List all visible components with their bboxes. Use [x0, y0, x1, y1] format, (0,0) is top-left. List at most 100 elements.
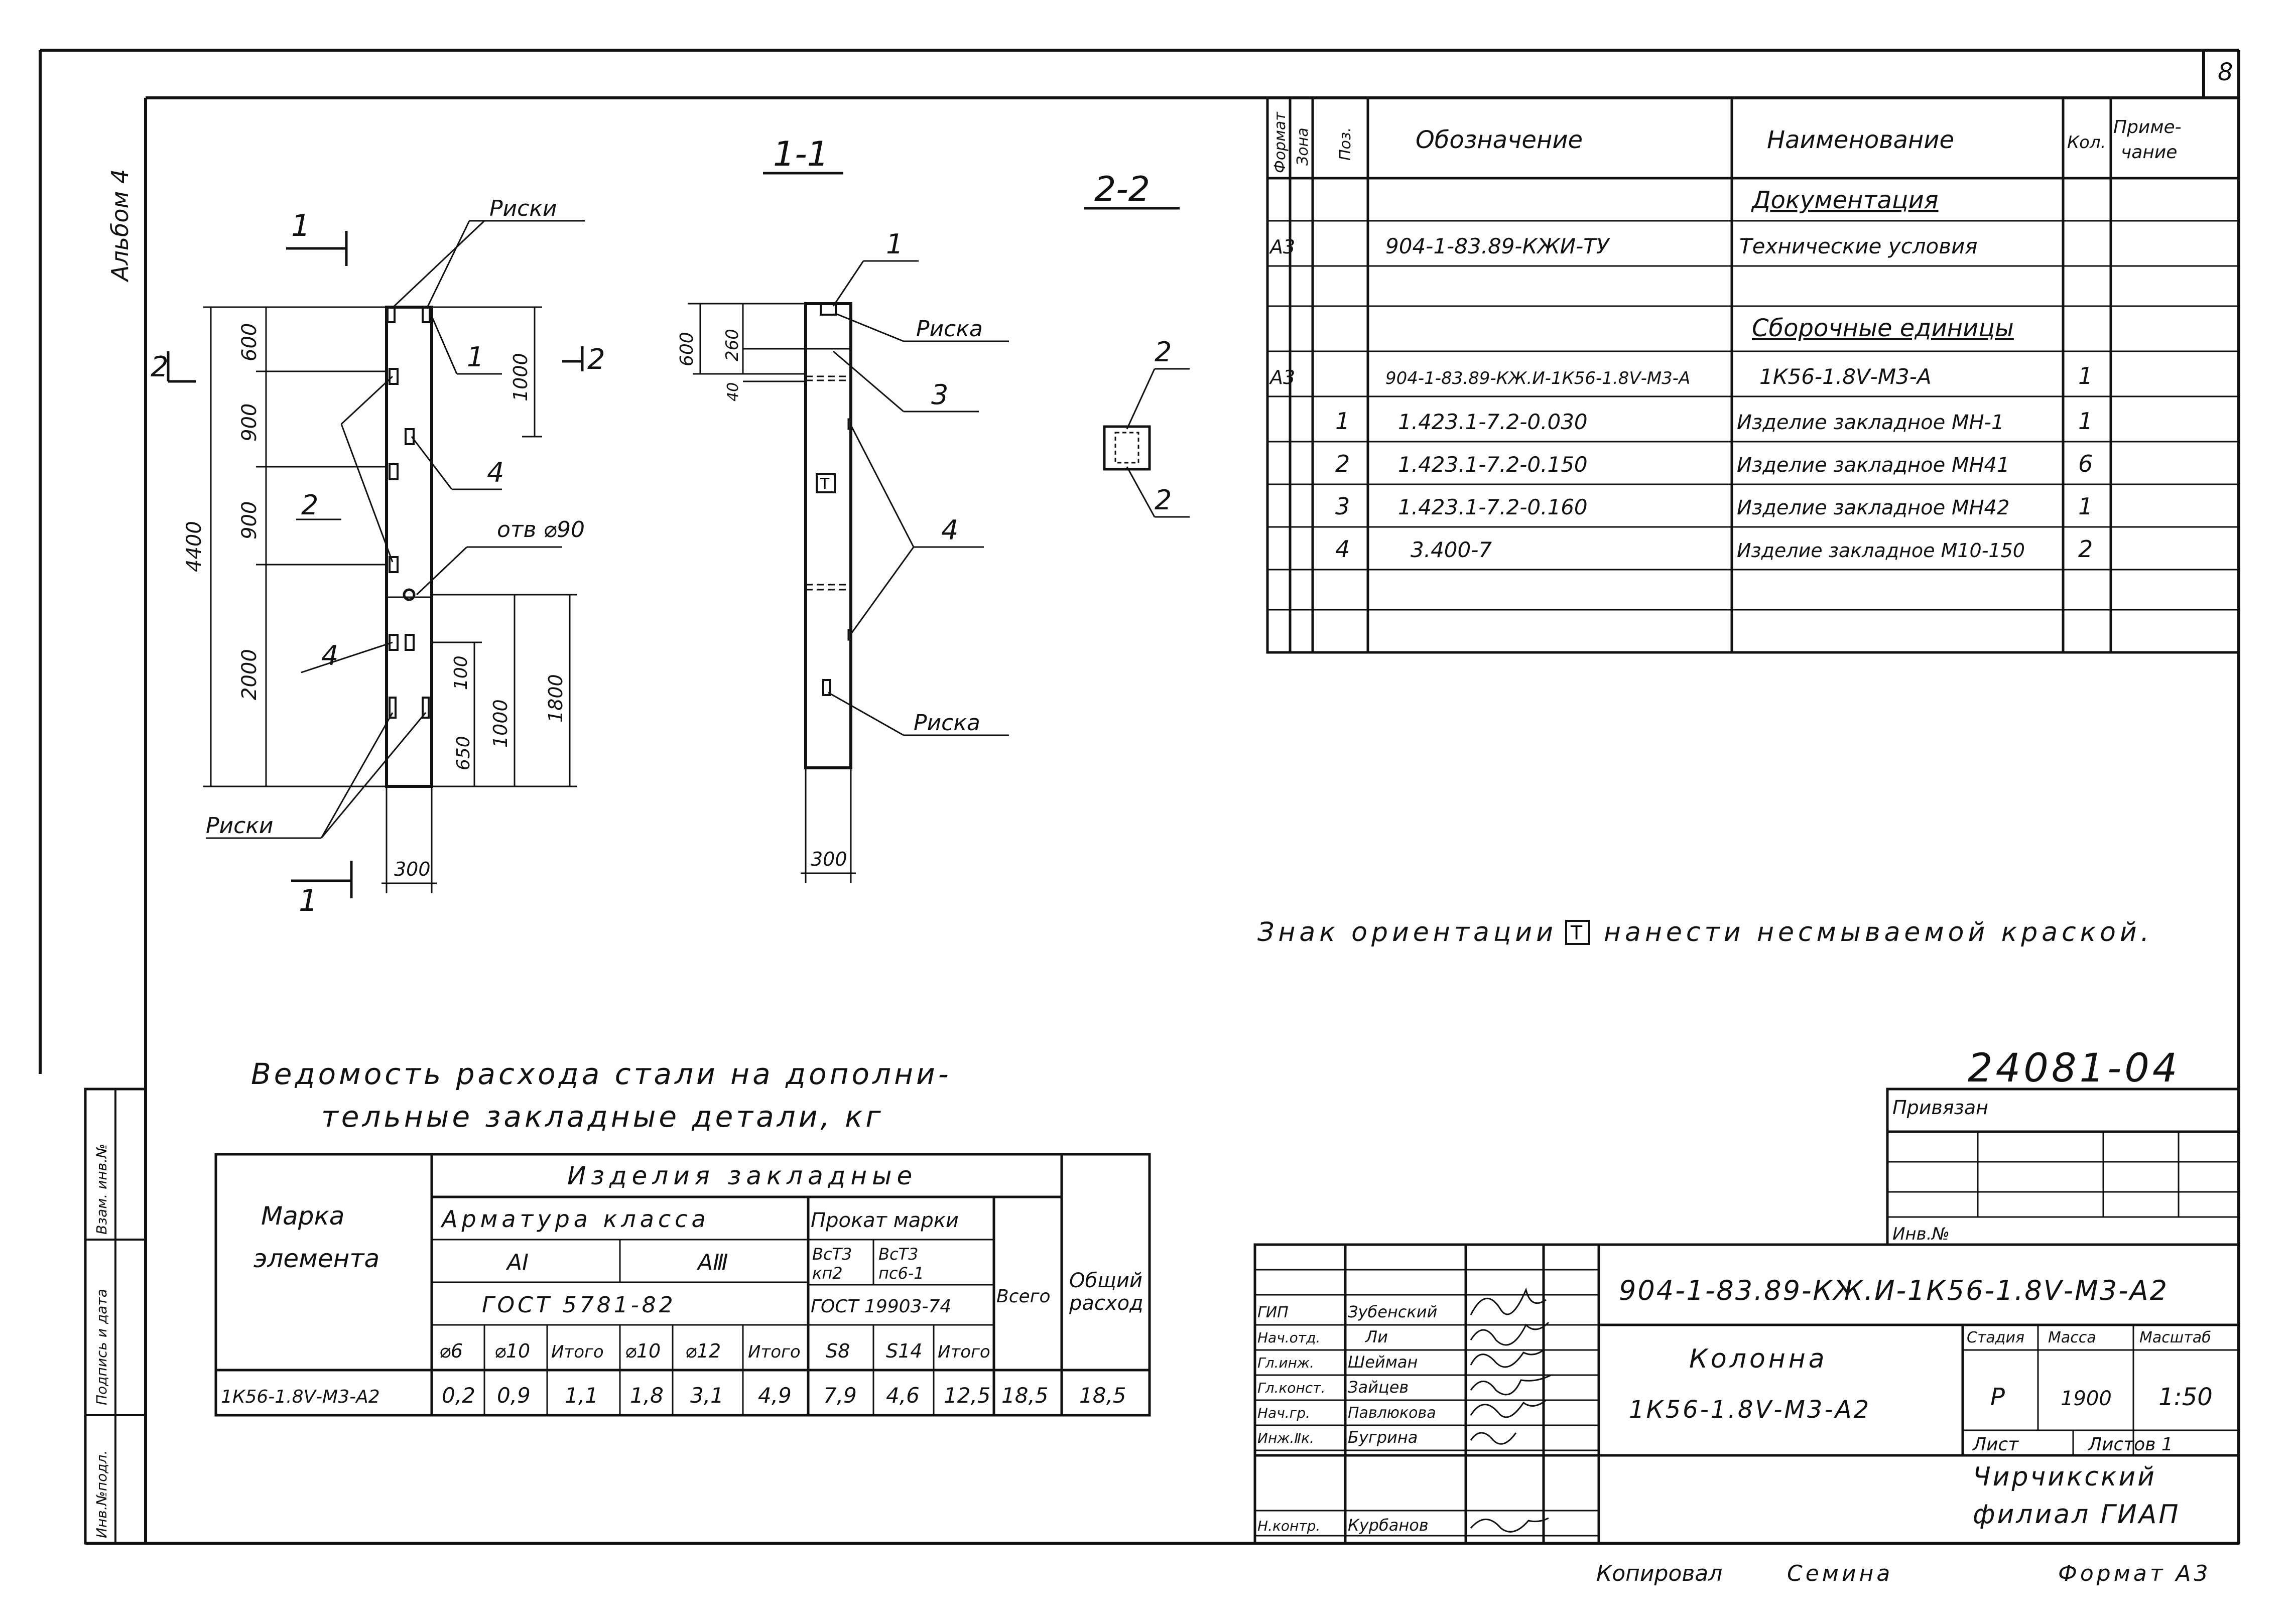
spec-r1-format: А3 [1268, 366, 1295, 388]
svg-text:T: T [1570, 922, 1583, 944]
steel-h-mark-2: элемента [253, 1244, 379, 1273]
spec-section-docs: Документация [1751, 186, 1939, 214]
tb-org-1: Чирчикский [1973, 1462, 2156, 1492]
steel-v3: 1,8 [630, 1383, 664, 1408]
steel-sub-5: Итого [748, 1342, 801, 1362]
leaders-1-1 [206, 220, 585, 839]
svg-text:2: 2 [151, 351, 169, 383]
signatures [1470, 1287, 1552, 1533]
steel-title-2: тельные закладные детали, кг [321, 1100, 884, 1134]
specification-table: Формат Зона Поз. Обозначение Наименовани… [1266, 96, 2240, 654]
steel-h-vst3ps6-2: пс6-1 [878, 1264, 924, 1283]
tb-mass: 1900 [2061, 1387, 2112, 1410]
svg-text:1: 1 [291, 208, 310, 243]
svg-text:Знак ориентации: Знак ориентации [1257, 917, 1557, 948]
spec-r3-name: Изделие закладное МН41 [1737, 454, 2009, 477]
section-mark-2-right: 2 [562, 343, 605, 376]
tb-name-3: Зайцев [1348, 1378, 1409, 1397]
spec-r5-name: Изделие закладное М10-150 [1737, 539, 2025, 562]
steel-h-rolled: Прокат марки [811, 1209, 959, 1232]
steel-h-gost5781: ГОСТ 5781-82 [482, 1292, 676, 1318]
svg-text:нанести несмываемой краской.: нанести несмываемой краской. [1604, 917, 2153, 948]
title-block: Привязан Инв.№ [1253, 1088, 2240, 1545]
tb-role-0: ГИП [1257, 1304, 1289, 1321]
spec-r5-pos: 4 [1335, 535, 1350, 563]
tb-inv: Инв.№ [1892, 1224, 1950, 1244]
spec-h-format: Формат [1271, 111, 1289, 173]
spec-r2-qty: 1 [2078, 408, 2093, 435]
left-margin-stamp: Инв.№подл. Подпись и дата Взам. инв.№ [84, 1088, 147, 1545]
tb-scale-h: Масштаб [2139, 1329, 2211, 1346]
steel-title-1: Ведомость расхода стали на дополни- [251, 1057, 952, 1091]
orientation-mark-box [816, 473, 836, 493]
tb-scale: 1:50 [2158, 1383, 2213, 1411]
pos-2: 2 [301, 489, 318, 521]
tb-name-6: Курбанов [1348, 1516, 1429, 1535]
dim-650: 650 [453, 736, 474, 770]
dim-300: 300 [394, 858, 431, 880]
tb-role-6: Н.контр. [1257, 1518, 1320, 1534]
spec-r4-designation: 1.423.1-7.2-0.160 [1398, 495, 1588, 519]
label-riski-top: Риски [489, 196, 557, 221]
spec-h-name: Наименование [1767, 126, 1954, 154]
spec-h-zone: Зона [1294, 127, 1312, 166]
tb-sheets-h: Листов 1 [2087, 1434, 2173, 1455]
steel-v4: 3,1 [690, 1383, 724, 1408]
dim-1000-bottom: 1000 [489, 699, 512, 748]
side-dim-300: 300 [811, 848, 847, 870]
format-label: Формат А3 [2058, 1561, 2211, 1586]
label-riski-bottom: Риски [206, 813, 274, 839]
steel-sub-1: ⌀10 [494, 1340, 530, 1362]
side-pos-1: 1 [886, 228, 903, 260]
steel-h-total: Всего [996, 1286, 1051, 1307]
side-dim-600: 600 [677, 332, 697, 366]
spec-r3-pos: 2 [1335, 450, 1350, 477]
section-mark-1-bottom: 1 [291, 861, 353, 918]
tb-sheet-h: Лист [1972, 1434, 2019, 1455]
steel-h-AI: АI [505, 1250, 529, 1275]
steel-h-vst3kp2-2: кп2 [812, 1264, 843, 1283]
steel-v5: 4,9 [758, 1383, 792, 1408]
spec-r2-designation: 1.423.1-7.2-0.030 [1398, 410, 1588, 434]
tb-stage-h: Стадия [1967, 1329, 2024, 1346]
spec-r2-name: Изделие закладное МН-1 [1737, 411, 2004, 434]
tb-role-4: Нач.гр. [1257, 1405, 1310, 1421]
spec-r4-qty: 1 [2078, 493, 2093, 520]
spec-r4-pos: 3 [1335, 493, 1350, 520]
spec-r0-designation: 904-1-83.89-КЖИ-ТУ [1385, 234, 1610, 258]
side-dim-260: 260 [722, 329, 742, 361]
album-label: Альбом 4 [106, 169, 134, 283]
margin-inv-podl: Инв.№подл. [93, 1450, 110, 1538]
pos-4a: 4 [487, 457, 504, 488]
margin-vzam: Взам. инв.№ [93, 1144, 110, 1235]
spec-r5-designation: 3.400-7 [1411, 537, 1492, 562]
dim-1000-top: 1000 [509, 353, 532, 401]
margin-podpis: Подпись и дата [93, 1289, 110, 1405]
steel-v10: 18,5 [1079, 1383, 1126, 1408]
label-hole: отв ⌀90 [497, 517, 585, 543]
tb-object-1: Колонна [1689, 1344, 1828, 1374]
side-label-riska-top: Риска [916, 316, 983, 342]
steel-h-gost19903: ГОСТ 19903-74 [811, 1296, 951, 1317]
dimension-chain-left [203, 306, 387, 787]
view-2-2-title: 2-2 [1094, 170, 1150, 209]
section-mark-2-left: 2 [151, 351, 196, 383]
tb-name-0: Зубенский [1348, 1302, 1437, 1321]
steel-sub-8: Итого [938, 1342, 990, 1362]
dim-900b: 900 [238, 501, 261, 539]
tb-tied: Привязан [1892, 1097, 1988, 1119]
spec-r1-designation: 904-1-83.89-КЖ.И-1К56-1.8Ⅴ-М3-А [1385, 368, 1690, 388]
steel-v8: 12,5 [944, 1383, 991, 1408]
steel-v9: 18,5 [1001, 1383, 1049, 1408]
orientation-note: Знак ориентации T нанести несмываемой кр… [1257, 917, 2153, 948]
spec-r3-qty: 6 [2078, 450, 2093, 477]
tb-stage: Р [1990, 1383, 2005, 1411]
spec-r0-format: А3 [1268, 236, 1295, 258]
copied-name: Семина [1787, 1561, 1893, 1586]
tb-code: 904-1-83.89-КЖ.И-1К56-1.8Ⅴ-М3-А2 [1619, 1275, 2169, 1306]
dim-total: 4400 [183, 521, 206, 572]
steel-sub-6: S8 [826, 1340, 850, 1362]
tb-role-3: Гл.конст. [1257, 1380, 1325, 1396]
tb-org-2: филиал ГИАП [1973, 1500, 2180, 1530]
